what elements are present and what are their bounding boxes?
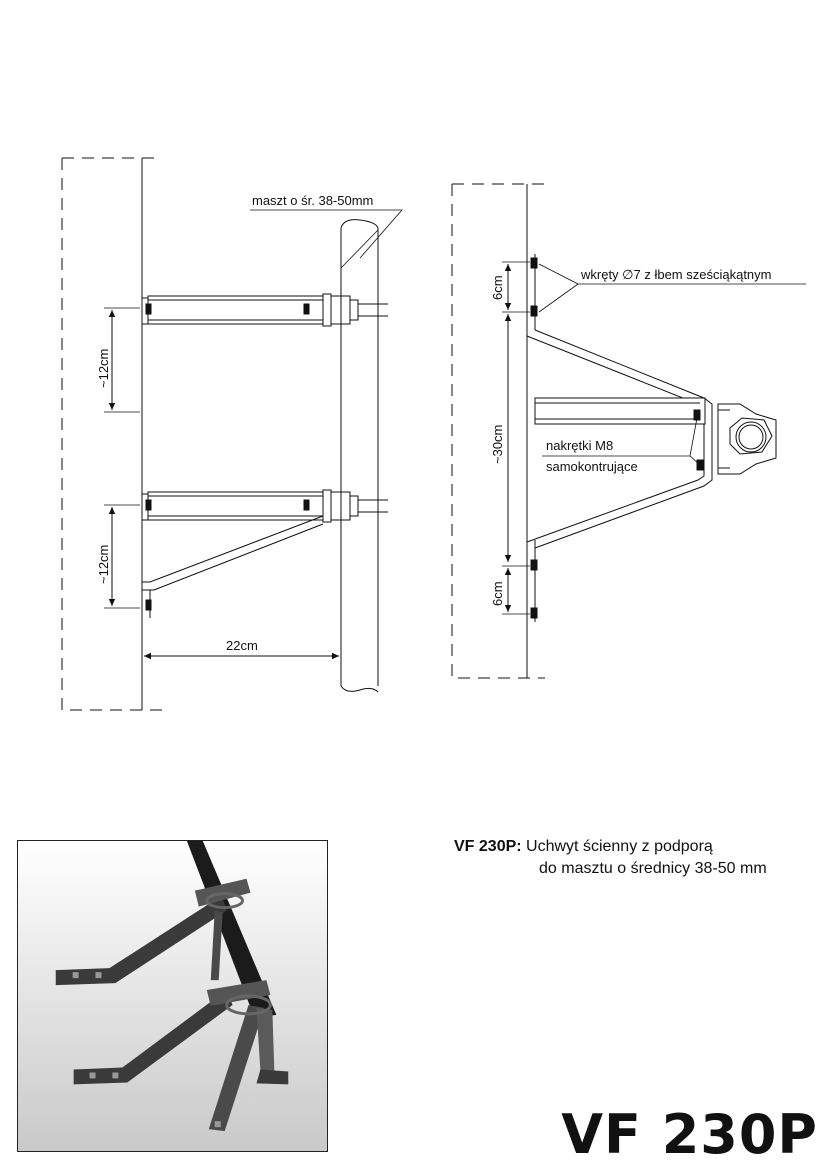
nuts-label-line2: samokontrujące [546, 459, 638, 474]
dimension-30cm-label: ~30cm [490, 425, 505, 464]
mast-cross-section [717, 403, 777, 475]
dimension-12cm-upper-label: ~12cm [96, 349, 111, 388]
mast-label: maszt o śr. 38-50mm [252, 193, 373, 208]
dimension-6cm-bottom-label: 6cm [490, 581, 505, 606]
dimension-6cm-top [502, 261, 530, 313]
front-wall-outline [451, 183, 545, 679]
dimension-12cm-lower [104, 504, 140, 609]
description-code: VF 230P: [454, 838, 522, 855]
dimension-22cm-label: 22cm [226, 638, 258, 653]
screws-leader-lines [538, 263, 806, 313]
nuts-leader-lines [542, 417, 700, 465]
front-view [451, 183, 806, 679]
upper-bracket [141, 293, 388, 327]
front-bracket [526, 254, 713, 622]
lower-bracket [141, 489, 388, 618]
screws-label: wkręty ∅7 z łbem sześciąkątnym [580, 267, 772, 282]
technical-drawing: maszt o śr. 38-50mm ~12cm ~12cm 22cm [61, 157, 806, 711]
product-description: VF 230P: Uchwyt ścienny z podporą do mas… [454, 836, 767, 880]
dimension-30cm [502, 314, 530, 567]
side-view [61, 157, 403, 711]
description-text-line1: Uchwyt ścienny z podporą [526, 838, 713, 855]
dimension-12cm-upper [104, 307, 140, 413]
mast [340, 219, 379, 693]
product-photo [17, 840, 328, 1152]
description-line1: VF 230P: Uchwyt ścienny z podporą [454, 836, 767, 858]
dimension-6cm-top-label: 6cm [490, 275, 505, 300]
description-text-line2: do masztu o średnicy 38-50 mm [539, 860, 767, 877]
dimension-6cm-bottom [502, 568, 530, 615]
wall-outline [61, 157, 170, 711]
mast-leader-line [250, 209, 403, 259]
nuts-label-line1: nakrętki M8 [546, 438, 613, 453]
product-code-title: VF 230P [561, 1103, 818, 1166]
dimension-12cm-lower-label: ~12cm [96, 545, 111, 584]
